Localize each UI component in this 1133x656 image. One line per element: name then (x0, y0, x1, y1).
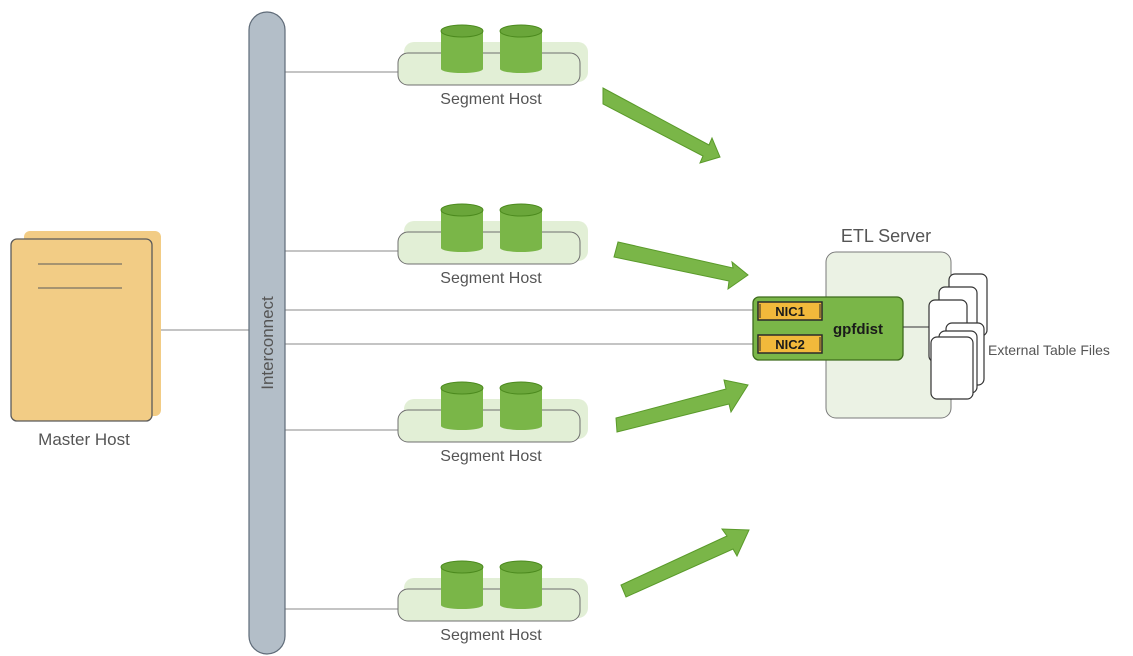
interconnect-bar (248, 11, 286, 655)
segment-host: Segment Host (397, 203, 588, 287)
segment-host: Segment Host (397, 24, 588, 108)
segment-host-label: Segment Host (440, 91, 542, 108)
gpfdist-label: gpfdist (833, 321, 883, 338)
etl-server-label: ETL Server (841, 226, 931, 246)
segment-host-label: Segment Host (440, 448, 542, 465)
segment-base (397, 52, 581, 86)
disk-icon (499, 381, 543, 430)
master-host-card (10, 238, 153, 422)
master-host: Master Host (10, 231, 161, 449)
segment-base (397, 588, 581, 622)
disk-icon (499, 24, 543, 73)
file-icon (930, 336, 974, 400)
disk-icon (440, 560, 484, 609)
arrow-icon (615, 379, 749, 433)
arrow-icon (613, 241, 749, 291)
arrow-icon (602, 87, 721, 164)
nic2-port: NIC2 (757, 334, 823, 354)
etl-server: ETL Server gpfdist NIC1 NIC2 (752, 226, 952, 419)
nic1-label: NIC1 (775, 304, 805, 319)
disk-icon (440, 381, 484, 430)
segment-host: Segment Host (397, 560, 588, 644)
segment-base (397, 409, 581, 443)
data-flow-arrows (602, 87, 750, 598)
arrow-icon (620, 528, 750, 598)
interconnect: Interconnect (248, 11, 286, 655)
nic2-label: NIC2 (775, 337, 805, 352)
disk-icon (499, 560, 543, 609)
external-table-files (928, 273, 988, 400)
segment-host-label: Segment Host (440, 627, 542, 644)
connection-lines (160, 71, 753, 610)
external-table-files-label: External Table Files (988, 342, 1110, 358)
master-host-label: Master Host (38, 430, 130, 449)
disk-icon (440, 24, 484, 73)
disk-icon (440, 203, 484, 252)
disk-icon (499, 203, 543, 252)
interconnect-label: Interconnect (258, 296, 277, 390)
segment-host: Segment Host (397, 381, 588, 465)
nic1-port: NIC1 (757, 301, 823, 321)
segment-host-label: Segment Host (440, 270, 542, 287)
segment-base (397, 231, 581, 265)
